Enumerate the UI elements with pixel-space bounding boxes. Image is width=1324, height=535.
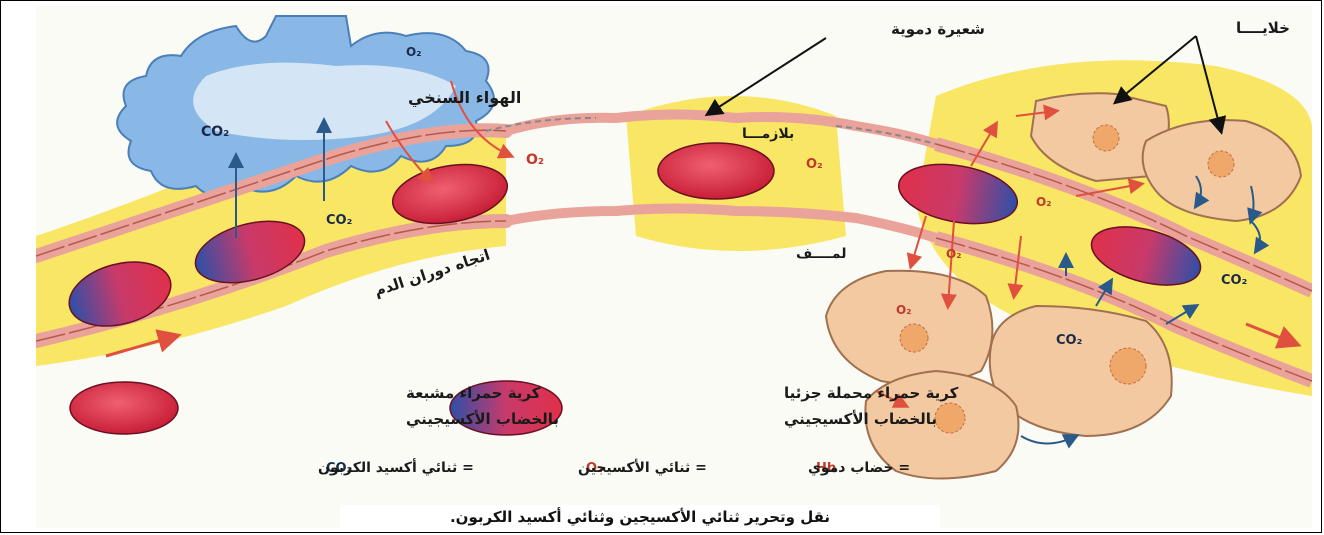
nucleus-1 xyxy=(1093,125,1119,151)
label-alveolar-air: الهواء السنخي xyxy=(408,88,521,108)
o2-label-plasma: O₂ xyxy=(526,152,544,168)
label-capillary: شعيرة دموية xyxy=(891,20,985,38)
figure-caption: نقل وتحرير ثنائي الأكسيجين وثنائي أكسيد … xyxy=(340,505,940,529)
legend-hb-text: = خضاب دموي xyxy=(808,460,910,477)
rbc-saturated-2 xyxy=(658,143,774,199)
o2-label-middle: O₂ xyxy=(806,157,823,172)
label-lymph: لمــــف xyxy=(796,246,846,262)
legend-rbc-saturated xyxy=(70,382,178,434)
label-cells: خلايــــا xyxy=(1236,19,1290,37)
legend-saturated-line2: بالخضاب الأكسيجيني xyxy=(406,410,559,428)
legend-row: Hb = خضاب دموي O₂ = ثنائي الأكسيجين CO₂ … xyxy=(318,458,910,477)
co2-label-1: CO₂ xyxy=(201,124,229,140)
co2-label-right-2: CO₂ xyxy=(1221,273,1247,288)
co2-label-right-1: CO₂ xyxy=(1056,333,1082,348)
legend-saturated-line1: كرية حمراء مشبعة xyxy=(406,384,541,402)
nucleus-5 xyxy=(935,403,965,433)
legend-o2-text: = ثنائي الأكسيجين xyxy=(578,459,707,476)
nucleus-2 xyxy=(1208,151,1234,177)
o2-label-alveolus: O₂ xyxy=(406,45,421,59)
nucleus-4 xyxy=(1110,348,1146,384)
diagram-canvas: شعيرة دموية خلايــــا الهواء السنخي بلاز… xyxy=(36,6,1312,506)
o2-label-right-2: O₂ xyxy=(946,247,961,261)
legend-partial-line2: بالخضاب الأكسيجيني xyxy=(784,410,937,428)
legend-co2-text: = ثنائي أكسيد الكربون xyxy=(318,458,474,476)
o2-label-right-3: O₂ xyxy=(896,303,911,317)
legend-partial-line1: كرية حمراء محملة جزئيا xyxy=(784,384,959,402)
label-plasma: بلازمـــا xyxy=(742,126,794,142)
gas-exchange-diagram: شعيرة دموية خلايــــا الهواء السنخي بلاز… xyxy=(36,6,1312,528)
co2-label-2: CO₂ xyxy=(326,213,352,228)
o2-label-right-1: O₂ xyxy=(1036,195,1051,209)
nucleus-3 xyxy=(900,324,928,352)
